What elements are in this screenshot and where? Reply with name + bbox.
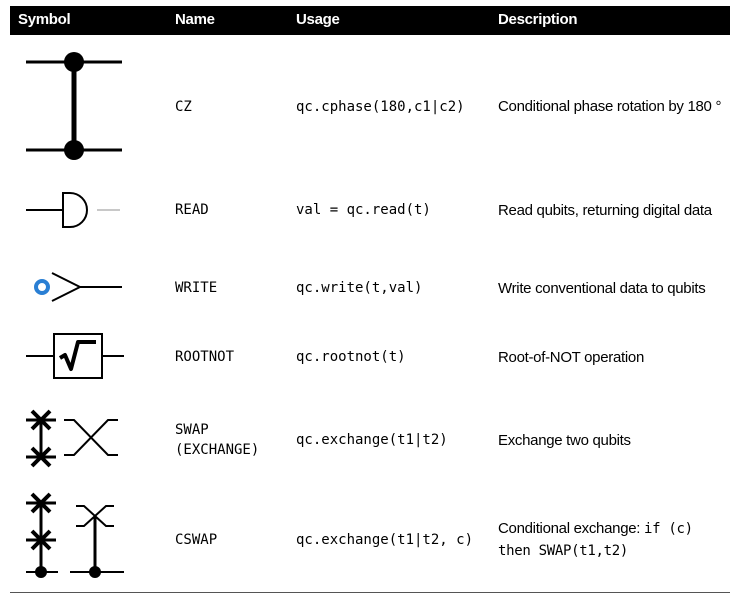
name-read: READ bbox=[175, 202, 209, 218]
table-row-swap: SWAP (EXCHANGE) qc.exchange(t1|t2) Excha… bbox=[10, 402, 730, 468]
description-cswap-code-then: then SWAP(t1,t2) bbox=[498, 543, 629, 559]
cz-gate-icon bbox=[26, 52, 122, 160]
write-gate-icon bbox=[34, 272, 122, 302]
description-read: Read qubits, returning digital data bbox=[498, 202, 712, 219]
description-write: Write conventional data to qubits bbox=[498, 280, 706, 297]
name-rootnot: ROOTNOT bbox=[175, 349, 235, 365]
description-rootnot: Root-of-NOT operation bbox=[498, 349, 644, 366]
name-swap-exchange: (EXCHANGE) bbox=[175, 442, 260, 458]
table-row-cz: CZ qc.cphase(180,c1|c2) Conditional phas… bbox=[10, 46, 730, 172]
swap-gate-icon bbox=[26, 409, 118, 468]
table-row-rootnot: ROOTNOT qc.rootnot(t) Root-of-NOT operat… bbox=[10, 331, 730, 383]
read-gate-icon bbox=[26, 192, 120, 228]
usage-cswap: qc.exchange(t1|t2, c) bbox=[296, 532, 474, 548]
usage-write: qc.write(t,val) bbox=[296, 280, 423, 296]
name-write: WRITE bbox=[175, 280, 218, 296]
usage-read: val = qc.read(t) bbox=[296, 202, 431, 218]
usage-rootnot: qc.rootnot(t) bbox=[296, 349, 406, 365]
rootnot-gate-icon bbox=[26, 333, 124, 379]
header-symbol: Symbol bbox=[18, 11, 71, 28]
name-cz: CZ bbox=[175, 99, 192, 115]
description-cz: Conditional phase rotation by 180 ° bbox=[498, 98, 722, 115]
usage-swap: qc.exchange(t1|t2) bbox=[296, 432, 448, 448]
description-cswap: Conditional exchange: if (c) then SWAP(t… bbox=[498, 518, 693, 562]
header-name: Name bbox=[175, 11, 215, 28]
description-swap: Exchange two qubits bbox=[498, 432, 631, 449]
cswap-gate-icon bbox=[26, 492, 124, 578]
table-row-read: READ val = qc.read(t) Read qubits, retur… bbox=[10, 189, 730, 233]
table-row-write: WRITE qc.write(t,val) Write conventional… bbox=[10, 264, 730, 308]
header-description: Description bbox=[498, 11, 578, 28]
description-cswap-text: Conditional exchange: bbox=[498, 520, 645, 537]
name-cswap: CSWAP bbox=[175, 532, 218, 548]
usage-cz: qc.cphase(180,c1|c2) bbox=[296, 99, 465, 115]
name-swap: SWAP bbox=[175, 422, 209, 438]
table-row-cswap: CSWAP qc.exchange(t1|t2, c) Conditional … bbox=[10, 486, 730, 586]
description-cswap-code-if: if (c) bbox=[644, 521, 693, 537]
table-bottom-rule bbox=[10, 592, 730, 593]
header-usage: Usage bbox=[296, 11, 340, 28]
table-header: Symbol Name Usage Description bbox=[10, 6, 730, 35]
